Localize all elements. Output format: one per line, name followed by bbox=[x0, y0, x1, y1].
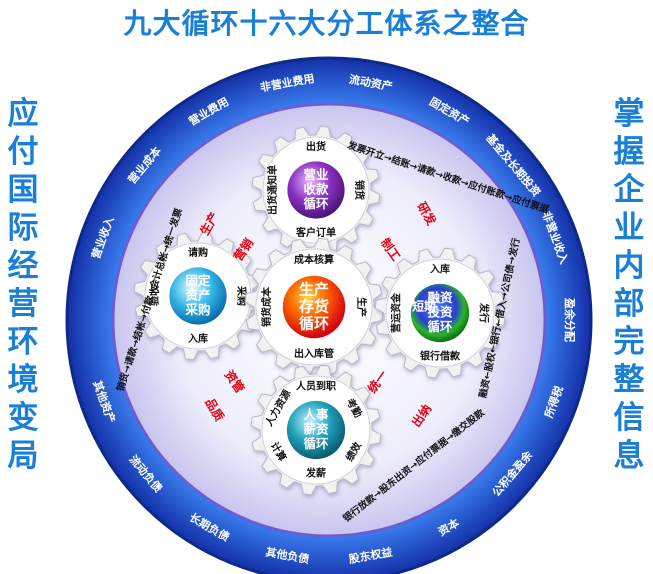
right-vertical-char: 整 bbox=[613, 362, 645, 398]
right-vertical-caption: 掌握企业内部完整信息 bbox=[609, 95, 649, 475]
gear-ring-text: 发行 bbox=[478, 302, 491, 323]
right-vertical-char: 内 bbox=[613, 248, 645, 284]
gear-ring-text: 人员到职 bbox=[296, 379, 336, 392]
outer-ring-edge bbox=[65, 56, 593, 574]
gear-hub-line: 投资 bbox=[427, 305, 453, 320]
gear-hub-line: 采购 bbox=[184, 302, 210, 317]
gear-layer: 营业收款循环出货销货客户订单出货通知单固定资产采购请购采购入库验收生产存货循环成… bbox=[133, 125, 506, 496]
gear-hub bbox=[286, 400, 346, 460]
left-vertical-caption: 应付国际经营环境变局 bbox=[3, 95, 43, 475]
ring-label: 盈余分配 bbox=[563, 297, 577, 342]
left-vertical-char: 变 bbox=[7, 400, 39, 436]
left-vertical-char: 环 bbox=[7, 324, 39, 360]
right-vertical-char: 信 bbox=[613, 400, 645, 436]
left-vertical-char: 国 bbox=[7, 172, 39, 208]
right-vertical-char: 掌 bbox=[613, 96, 645, 132]
gear-ring-text: 请购 bbox=[188, 246, 208, 259]
left-vertical-char: 营 bbox=[7, 286, 39, 322]
gear-ring-text: 出货通知单 bbox=[266, 165, 279, 215]
left-vertical-char: 境 bbox=[7, 362, 39, 398]
gear-hub-line: 固定 bbox=[185, 273, 211, 288]
gear-ring-text: 出货 bbox=[306, 140, 326, 153]
right-vertical-char: 握 bbox=[613, 134, 645, 170]
gear-hub-line: 循环 bbox=[303, 436, 329, 451]
page-title: 九大循环十六大分工体系之整合 bbox=[123, 7, 530, 40]
gear-ring-text: 生产 bbox=[355, 297, 368, 317]
gear-ring-text: 出入库管 bbox=[294, 347, 334, 360]
left-vertical-char: 局 bbox=[7, 438, 39, 474]
gear-hub-line: 循环 bbox=[299, 315, 329, 333]
gear-hub bbox=[169, 267, 227, 325]
gear-ring-text: 成本核算 bbox=[294, 253, 334, 266]
gear-hub-extra: 短期 bbox=[412, 299, 436, 314]
gear-ring-text: 营运资金 bbox=[389, 292, 402, 333]
right-vertical-char: 业 bbox=[613, 210, 645, 246]
gear-ring-text: 发薪 bbox=[305, 467, 326, 480]
gear-hub bbox=[282, 275, 346, 339]
gear-ring-text: 入库 bbox=[430, 262, 450, 275]
left-vertical-char: 际 bbox=[7, 210, 39, 246]
right-vertical-char: 息 bbox=[613, 438, 645, 474]
left-vertical-char: 应 bbox=[7, 96, 39, 132]
gear-hub-line: 人事 bbox=[303, 407, 329, 422]
left-vertical-char: 付 bbox=[7, 134, 39, 170]
gear-ring-text: 银行借款 bbox=[420, 350, 461, 363]
gear-hub bbox=[410, 283, 470, 343]
gear-hub-line: 收款 bbox=[303, 182, 329, 197]
gear-ring-text: 采购 bbox=[235, 285, 248, 306]
right-vertical-char: 部 bbox=[613, 286, 645, 322]
gear-hub-line: 融资 bbox=[427, 290, 453, 305]
gear-ring-text: 验收 bbox=[148, 286, 161, 306]
gear-hub-line: 存货 bbox=[299, 298, 329, 316]
gear-hub-line: 资产 bbox=[185, 288, 210, 303]
gear-ring-text: 入库 bbox=[188, 332, 208, 345]
right-vertical-char: 企 bbox=[613, 172, 645, 208]
gear-ring-text: 销货成本 bbox=[260, 286, 273, 327]
gear-hub-line: 薪资 bbox=[303, 422, 329, 437]
gear-ring-text: 客户订单 bbox=[295, 226, 336, 239]
gear-hub-line: 生产 bbox=[299, 281, 329, 299]
gear-ring-text: 销货 bbox=[353, 180, 366, 200]
left-vertical-char: 经 bbox=[7, 248, 39, 284]
right-vertical-char: 完 bbox=[613, 324, 645, 360]
gear-hub bbox=[287, 161, 345, 219]
gear-hub-line: 循环 bbox=[427, 319, 453, 334]
gear-hub-line: 营业 bbox=[303, 167, 329, 182]
gear-hub-line: 循环 bbox=[303, 196, 329, 211]
